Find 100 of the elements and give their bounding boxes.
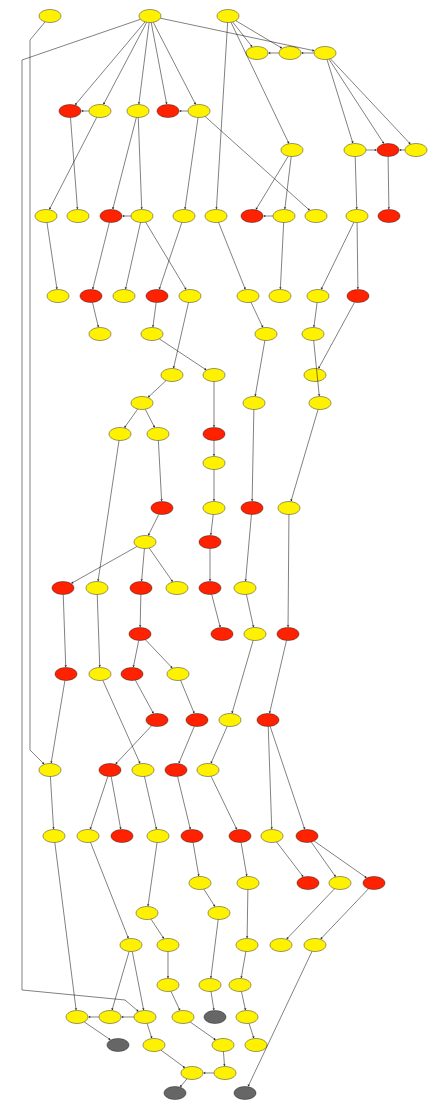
- arrow: [254, 340, 266, 397]
- arrow: [49, 117, 97, 210]
- ellipse-node: [133, 535, 157, 549]
- ellipse-node: [377, 209, 401, 223]
- arrow: [248, 951, 313, 1087]
- ellipse-node: [88, 667, 112, 681]
- arrow: [354, 156, 358, 210]
- arrow: [365, 149, 377, 151]
- arrow: [138, 22, 150, 105]
- arrow: [244, 514, 252, 582]
- ellipse-node: [198, 535, 222, 549]
- arrow: [263, 215, 274, 217]
- arrow: [232, 21, 253, 47]
- ellipse-node: [202, 456, 226, 470]
- arrow: [231, 640, 254, 714]
- ellipse-node: [34, 209, 58, 223]
- arrow: [122, 215, 132, 217]
- arrow: [139, 594, 142, 628]
- ellipse-node: [42, 829, 66, 843]
- arrow: [301, 52, 315, 54]
- ellipse-node: [145, 289, 169, 303]
- arrow: [213, 381, 215, 428]
- ellipse-node: [242, 396, 266, 410]
- ellipse-node: [79, 289, 103, 303]
- arrow: [103, 22, 147, 105]
- arrow: [321, 222, 355, 290]
- arrow: [158, 440, 163, 502]
- arrow: [50, 776, 55, 830]
- ellipse-node: [243, 627, 267, 641]
- ellipse-node: [233, 581, 257, 595]
- ellipse-node: [245, 46, 269, 60]
- ellipse-node: [196, 763, 220, 777]
- ellipse-node: [236, 289, 260, 303]
- ellipse-node: [362, 876, 386, 890]
- arrow: [54, 842, 77, 1011]
- ellipse-node: [110, 829, 134, 843]
- ellipse-node: [301, 327, 325, 341]
- arrow: [211, 594, 221, 628]
- arrow: [46, 222, 58, 290]
- ellipse-node: [65, 1010, 89, 1024]
- arrow: [179, 110, 189, 112]
- arrow: [124, 408, 138, 428]
- arrow: [268, 726, 273, 830]
- arrow: [218, 222, 246, 290]
- ellipse-node: [346, 289, 370, 303]
- ellipse-node: [228, 978, 252, 992]
- ellipse-node: [165, 581, 189, 595]
- arrow: [145, 409, 155, 428]
- arrow: [145, 639, 173, 669]
- ellipse-node: [128, 627, 152, 641]
- arrow: [180, 1078, 188, 1087]
- arrow: [204, 116, 310, 211]
- ellipse-node: [46, 289, 70, 303]
- arrow: [121, 1016, 135, 1018]
- arrow: [287, 514, 290, 628]
- ellipse-node: [38, 763, 62, 777]
- ellipse-node: [163, 1086, 187, 1100]
- ellipse-node: [180, 829, 204, 843]
- arrow: [203, 889, 215, 907]
- arrow: [320, 888, 369, 940]
- arrow: [241, 991, 247, 1011]
- arrow: [248, 1023, 255, 1039]
- arrow: [203, 1072, 215, 1074]
- arrow: [70, 117, 79, 210]
- ellipse-node: [146, 829, 170, 843]
- arrow: [290, 409, 319, 502]
- arrow: [255, 156, 289, 210]
- ellipse-node: [172, 209, 196, 223]
- ellipse-node: [343, 143, 367, 157]
- arrow: [387, 156, 390, 210]
- ellipse-node: [256, 713, 280, 727]
- arrow: [314, 840, 367, 878]
- arrow: [286, 888, 335, 940]
- ellipse-node: [98, 1010, 122, 1024]
- ellipse-node: [240, 209, 264, 223]
- ellipse-node: [38, 9, 62, 23]
- ellipse-node: [51, 581, 75, 595]
- arrow: [151, 22, 168, 105]
- ellipse-node: [133, 1010, 157, 1024]
- ellipse-node: [198, 978, 222, 992]
- ellipse-node: [54, 667, 78, 681]
- arrow: [111, 951, 130, 1011]
- arrow: [318, 302, 355, 369]
- ellipse-node: [278, 46, 302, 60]
- arrow: [132, 951, 145, 1011]
- ellipse-node: [156, 938, 180, 952]
- arrow: [240, 842, 248, 877]
- arrow: [102, 680, 141, 764]
- arrow: [313, 302, 318, 328]
- arrow: [150, 919, 164, 939]
- arrow: [210, 726, 228, 764]
- ellipse-node: [376, 143, 400, 157]
- ellipse-node: [140, 327, 164, 341]
- arrow: [170, 991, 181, 1011]
- arrow: [84, 1021, 111, 1040]
- ellipse-node: [112, 289, 136, 303]
- ellipse-node: [308, 396, 332, 410]
- ellipse-node: [235, 938, 259, 952]
- ellipse-node: [244, 1038, 268, 1052]
- ellipse-node: [345, 209, 369, 223]
